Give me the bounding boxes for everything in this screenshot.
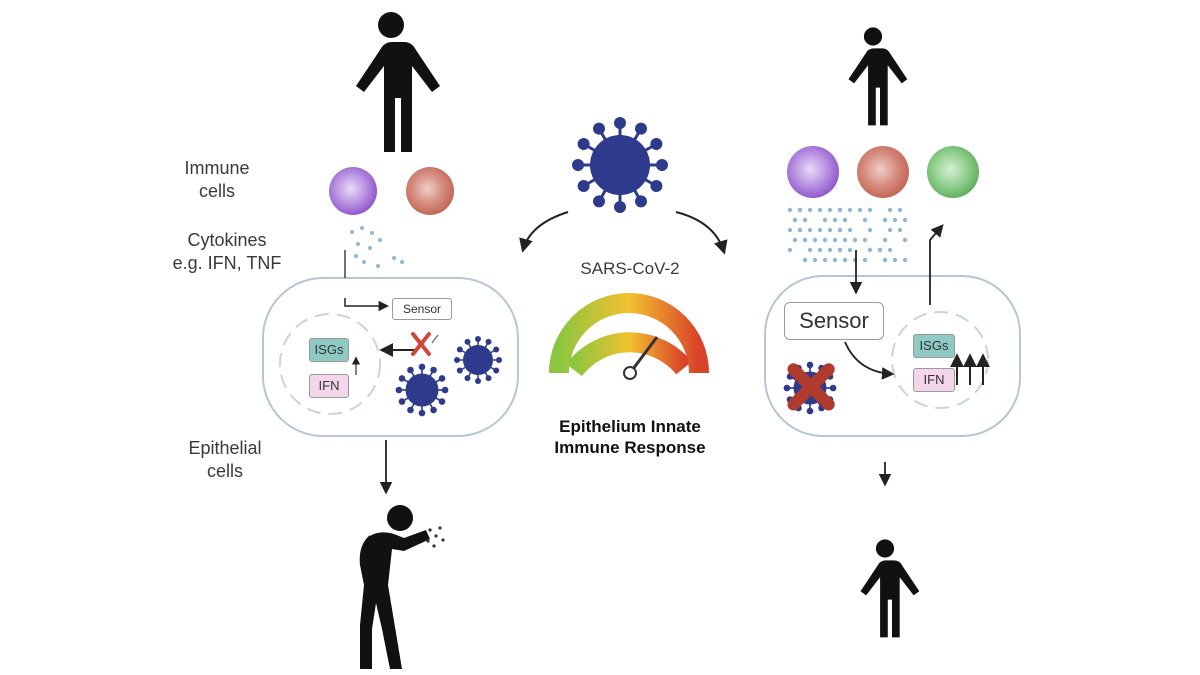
- person-standing-icon: [861, 539, 920, 637]
- person-standing-icon: [849, 27, 908, 125]
- virus-label: SARS-CoV-2: [560, 258, 700, 279]
- immune-cell-icon: [787, 146, 839, 198]
- right-sensor-box: Sensor: [784, 302, 884, 340]
- virus-inhibited-icon: [784, 362, 837, 415]
- left-ifn-box: IFN: [309, 374, 349, 398]
- immune-cells-label: Immune cells: [172, 157, 262, 202]
- cough-spray-icon: [426, 526, 444, 547]
- immune-cell-icon: [927, 146, 979, 198]
- virus-icon: [572, 117, 668, 213]
- epithelial-cells-label: Epithelial cells: [180, 437, 270, 482]
- immune-cell-icon: [329, 167, 377, 215]
- immune-cell-icon: [406, 167, 454, 215]
- response-label: Epithelium Innate Immune Response: [520, 416, 740, 459]
- person-coughing-icon: [360, 505, 430, 669]
- person-standing-icon: [356, 12, 440, 152]
- immune-cell-icon: [857, 146, 909, 198]
- gauge-icon: [559, 303, 699, 379]
- left-isgs-box: ISGs: [309, 338, 349, 362]
- left-sensor-box: Sensor: [392, 298, 452, 320]
- cytokines-label: Cytokines e.g. IFN, TNF: [162, 229, 292, 274]
- right-ifn-box: IFN: [913, 368, 955, 392]
- right-isgs-box: ISGs: [913, 334, 955, 358]
- cytokine-dots: [788, 208, 907, 262]
- cytokine-dots: [350, 226, 404, 268]
